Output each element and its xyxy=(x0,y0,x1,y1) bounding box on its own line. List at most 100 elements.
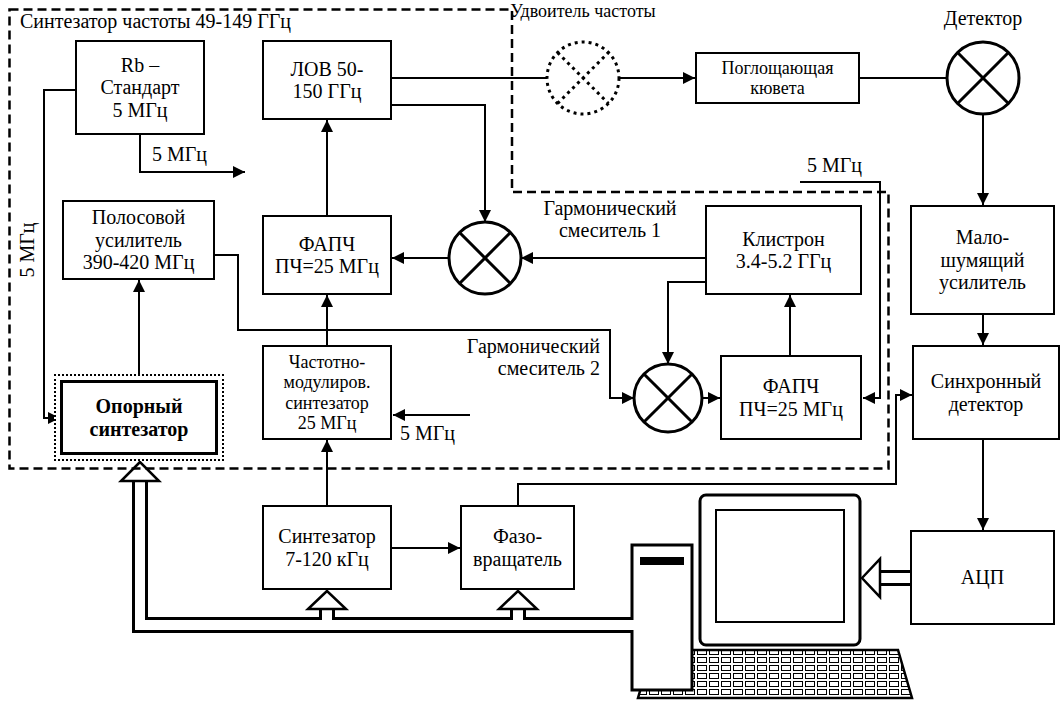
process-box: Фазо- вращатель xyxy=(460,505,575,590)
circle-ring xyxy=(947,42,1019,114)
process-box: ЛОВ 50-150 ГГц xyxy=(262,40,392,120)
label-text: Синтезатор частоты 49-149 ГГц xyxy=(20,10,500,33)
cross-line xyxy=(558,53,609,104)
circle-outline xyxy=(545,40,621,116)
connector xyxy=(326,440,328,505)
label-text: ФАПЧ ПЧ=25 МГц xyxy=(271,233,383,278)
monitor xyxy=(700,495,860,645)
hollow-arrowhead xyxy=(121,462,159,481)
connector xyxy=(982,114,984,205)
label-text: ЛОВ 50-150 ГГц xyxy=(274,58,380,103)
circle-shape xyxy=(447,220,523,296)
label-text: 5 МГц xyxy=(16,220,39,279)
connector xyxy=(668,282,705,364)
circle-label: Удвоитель частоты xyxy=(503,2,663,21)
label-text: 5 МГц xyxy=(150,143,220,166)
label-text: Детектор xyxy=(913,8,1053,30)
label-text: Клистрон 3.4-5.2 ГГц xyxy=(717,228,850,273)
process-box: Полосовой усилитель 390-420 МГц xyxy=(62,200,215,280)
reference-wire xyxy=(393,414,470,416)
reference-synth-box: Опорный синтезатор xyxy=(54,374,224,461)
label-text: Удвоитель частоты xyxy=(503,2,663,21)
cross-line xyxy=(644,374,692,422)
connector xyxy=(860,77,947,79)
frame-title: Синтезатор частоты 49-149 ГГц xyxy=(20,10,500,33)
edge-label: 5 МГц xyxy=(16,220,39,279)
cross-line xyxy=(644,374,692,422)
dashed-outline xyxy=(10,10,889,469)
connector xyxy=(392,105,485,222)
hollow-bus-outline xyxy=(140,480,632,625)
process-box: ФАПЧ ПЧ=25 МГц xyxy=(262,215,392,295)
label-text: Опорный синтезатор xyxy=(71,395,207,440)
hollow-arrowhead xyxy=(862,559,880,597)
label-text: Гармонический смеситель 2 xyxy=(430,336,600,379)
circle-outline xyxy=(945,40,1021,116)
connector xyxy=(392,547,460,549)
hollow-arrowhead xyxy=(308,591,346,609)
cross-line xyxy=(460,233,511,284)
reference-synth-inner: Опорный синтезатор xyxy=(60,380,218,455)
cross-line xyxy=(558,53,609,104)
computer-tower xyxy=(632,545,692,690)
circle-outline xyxy=(632,362,704,434)
process-box: АЦП xyxy=(910,530,1055,625)
mixer-circle: Гармонический смеситель 1 xyxy=(445,198,702,298)
label-text: Фазо- вращатель xyxy=(470,525,565,570)
circle-label: Детектор xyxy=(913,8,1053,30)
connector xyxy=(138,280,140,380)
circle-shape xyxy=(945,40,1021,116)
label-text: 5 МГц xyxy=(398,422,473,445)
mixer-circle: Гармонический смеситель 2 xyxy=(428,336,706,436)
label-text: Частотно- модулиров. синтезатор 25 МГц xyxy=(271,352,383,433)
process-box: Клистрон 3.4-5.2 ГГц xyxy=(705,205,862,295)
hollow-arrowhead xyxy=(499,591,537,609)
label-text: Синтезатор 7-120 кГц xyxy=(272,525,382,570)
connector xyxy=(702,397,720,399)
circle-label: Гармонический смеситель 2 xyxy=(430,336,600,379)
circle-outline xyxy=(447,220,523,296)
label-text: Поглощающая кювета xyxy=(703,58,852,98)
circle-shape xyxy=(632,362,704,434)
label-text: Rb – Стандарт 5 МГц xyxy=(89,54,191,121)
circle-ring xyxy=(449,222,521,294)
process-box: Синхронный детектор xyxy=(912,345,1060,440)
reference-wire xyxy=(140,135,245,172)
circle-shape xyxy=(545,40,621,116)
doubler-circle: Удвоитель частоты xyxy=(501,2,665,118)
connector xyxy=(982,315,984,345)
process-box: Мало- шумящий усилитель xyxy=(910,205,1055,315)
connector xyxy=(521,257,705,259)
label-text: АЦП xyxy=(961,566,1004,588)
connector xyxy=(326,295,328,345)
process-box: Rb – Стандарт 5 МГц xyxy=(75,40,205,135)
signal-label: 5 МГц xyxy=(150,143,220,166)
connector xyxy=(326,120,328,215)
label-text: Мало- шумящий усилитель xyxy=(924,226,1041,293)
tower-slot xyxy=(640,557,684,565)
process-box: Частотно- модулиров. синтезатор 25 МГц xyxy=(262,345,392,440)
connector xyxy=(392,257,449,259)
signal-label: 5 МГц xyxy=(805,154,880,177)
hollow-bus-inner xyxy=(140,478,634,625)
connector xyxy=(982,440,984,530)
label-text: Гармонический смеситель 1 xyxy=(520,198,700,241)
circle-ring xyxy=(634,364,702,432)
circle-ring xyxy=(547,42,619,114)
cross-line xyxy=(958,53,1009,104)
label-text: ФАПЧ ПЧ=25 МГц xyxy=(730,375,852,420)
detector-circle: Детектор xyxy=(911,8,1055,118)
connector xyxy=(392,77,547,79)
process-box: Поглощающая кювета xyxy=(695,52,860,104)
label-text: Синхронный детектор xyxy=(922,370,1050,415)
process-box: Синтезатор 7-120 кГц xyxy=(262,505,392,590)
label-text: Полосовой усилитель 390-420 МГц xyxy=(74,206,203,273)
connector xyxy=(619,77,695,79)
signal-label: 5 МГц xyxy=(398,422,473,445)
cross-line xyxy=(460,233,511,284)
process-box: ФАПЧ ПЧ=25 МГц xyxy=(720,355,862,440)
label-text: 5 МГц xyxy=(805,154,880,177)
connector xyxy=(789,295,791,355)
circle-label: Гармонический смеситель 1 xyxy=(520,198,700,241)
